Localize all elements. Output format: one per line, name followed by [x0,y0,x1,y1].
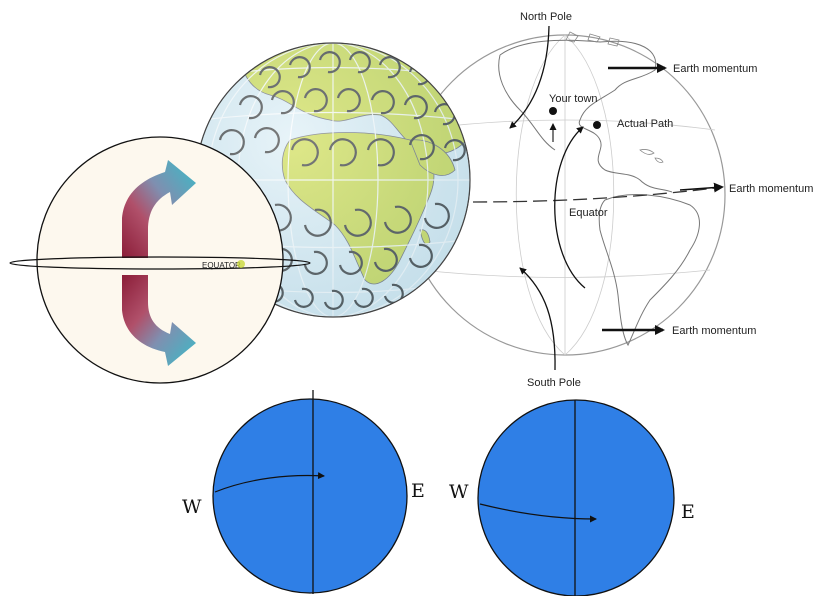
equator-line [472,187,716,203]
compass-right-west: W [449,481,469,503]
hemisphere-map: North Pole South Pole Your town Actual P… [404,11,813,389]
momentum-label-middle: Earth momentum [729,183,813,195]
south-pole-path-arrow [519,267,556,371]
north-america-outline [499,39,673,193]
deflection-globe: EQUATOR [9,136,311,384]
actual-path-curve [554,126,586,289]
deflection-band-south [122,275,196,366]
your-town-dot [549,107,557,115]
north-pole-label: North Pole [520,11,572,23]
compass-left-east: E [411,480,425,502]
momentum-label-bottom: Earth momentum [672,325,756,337]
momentum-arrow-middle [679,182,724,193]
compass-right-disc [477,399,675,596]
equator-ring [9,256,311,270]
south-america-outline [598,194,700,347]
your-town-label: Your town [549,93,598,105]
actual-path-dot [593,121,601,129]
actual-path-label: Actual Path [617,118,673,130]
compass-left-west: W [182,496,202,518]
momentum-label-top: Earth momentum [673,63,757,75]
compass-right: W E [449,399,695,596]
compass-right-path [479,503,597,523]
deflection-equator-label: EQUATOR [202,261,241,270]
compass-left-path [214,472,325,493]
south-pole-label: South Pole [527,377,581,389]
compass-right-east: E [681,501,695,523]
north-pole-path-arrow [509,25,550,129]
compass-left: W E [182,390,425,594]
equator-label: Equator [569,207,608,219]
compass-left-disc [212,398,408,594]
deflection-band-north [122,160,196,258]
